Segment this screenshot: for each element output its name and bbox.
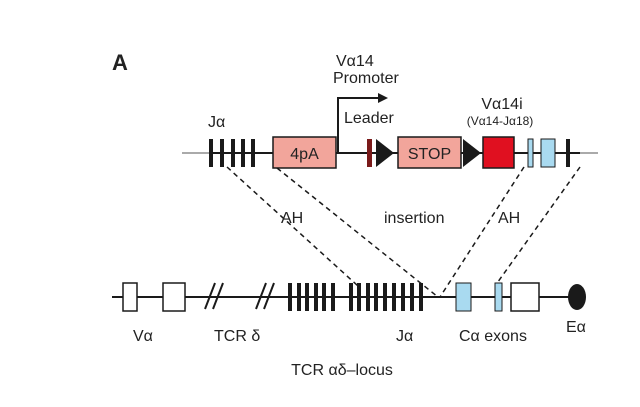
va-segment-2 [162,282,186,312]
tcr-delta-label: TCR δ [214,328,260,345]
va14i-box [482,136,515,169]
homology-arm-left-label: AH [281,210,303,227]
insertion-label: insertion [384,210,444,227]
promoter-arrow-head [378,93,388,103]
locus-title: TCR αδ–locus [291,362,393,379]
promoter-label-line1: Vα14 [336,53,374,70]
promoter-label-line2: Promoter [333,70,399,87]
leader-exon [367,139,372,167]
ca-exon-locus-2 [494,282,503,312]
ja-segments-top [209,139,255,167]
ja-label-top: Jα [208,114,225,131]
va14i-sublabel: (Vα14-Jα18) [467,114,534,128]
ea-label: Eα [566,319,586,336]
ja-segments-locus [288,283,423,311]
loxp-triangle-left [376,139,394,167]
box-stop-label: STOP [408,146,451,163]
ja-label-locus: Jα [396,328,413,345]
ca-exon-locus-1 [455,282,472,312]
va14i-label: Vα14i [481,96,522,113]
promoter-arrow [337,97,378,153]
va-label: Vα [133,328,153,345]
tcr-locus: Vα TCR δ Jα Cα exons Eα TCR αδ–locus [112,282,586,379]
ca-exon-top-3 [566,139,570,167]
box-stop [397,136,462,169]
transgene-construct: 4pA STOP Jα Vα14 Promoter Leader Vα14i (… [182,53,598,169]
va-segment-1 [122,282,138,312]
homology-arm-right-label: AH [498,210,520,227]
ea-enhancer [568,284,586,310]
homology-lines [226,166,581,298]
panel-label: A [112,50,128,75]
leader-label: Leader [344,110,394,127]
loxp-triangle-right [463,139,481,167]
ca-exons-label: Cα exons [459,328,527,345]
box-4pa-label: 4pA [290,146,319,163]
break-mark-1 [204,282,224,310]
ca-exon-locus-3 [510,282,540,312]
break-mark-2 [255,282,275,310]
ca-exon-top-2 [540,138,556,168]
ca-exon-top-1 [527,138,534,168]
box-4pa [272,136,337,169]
